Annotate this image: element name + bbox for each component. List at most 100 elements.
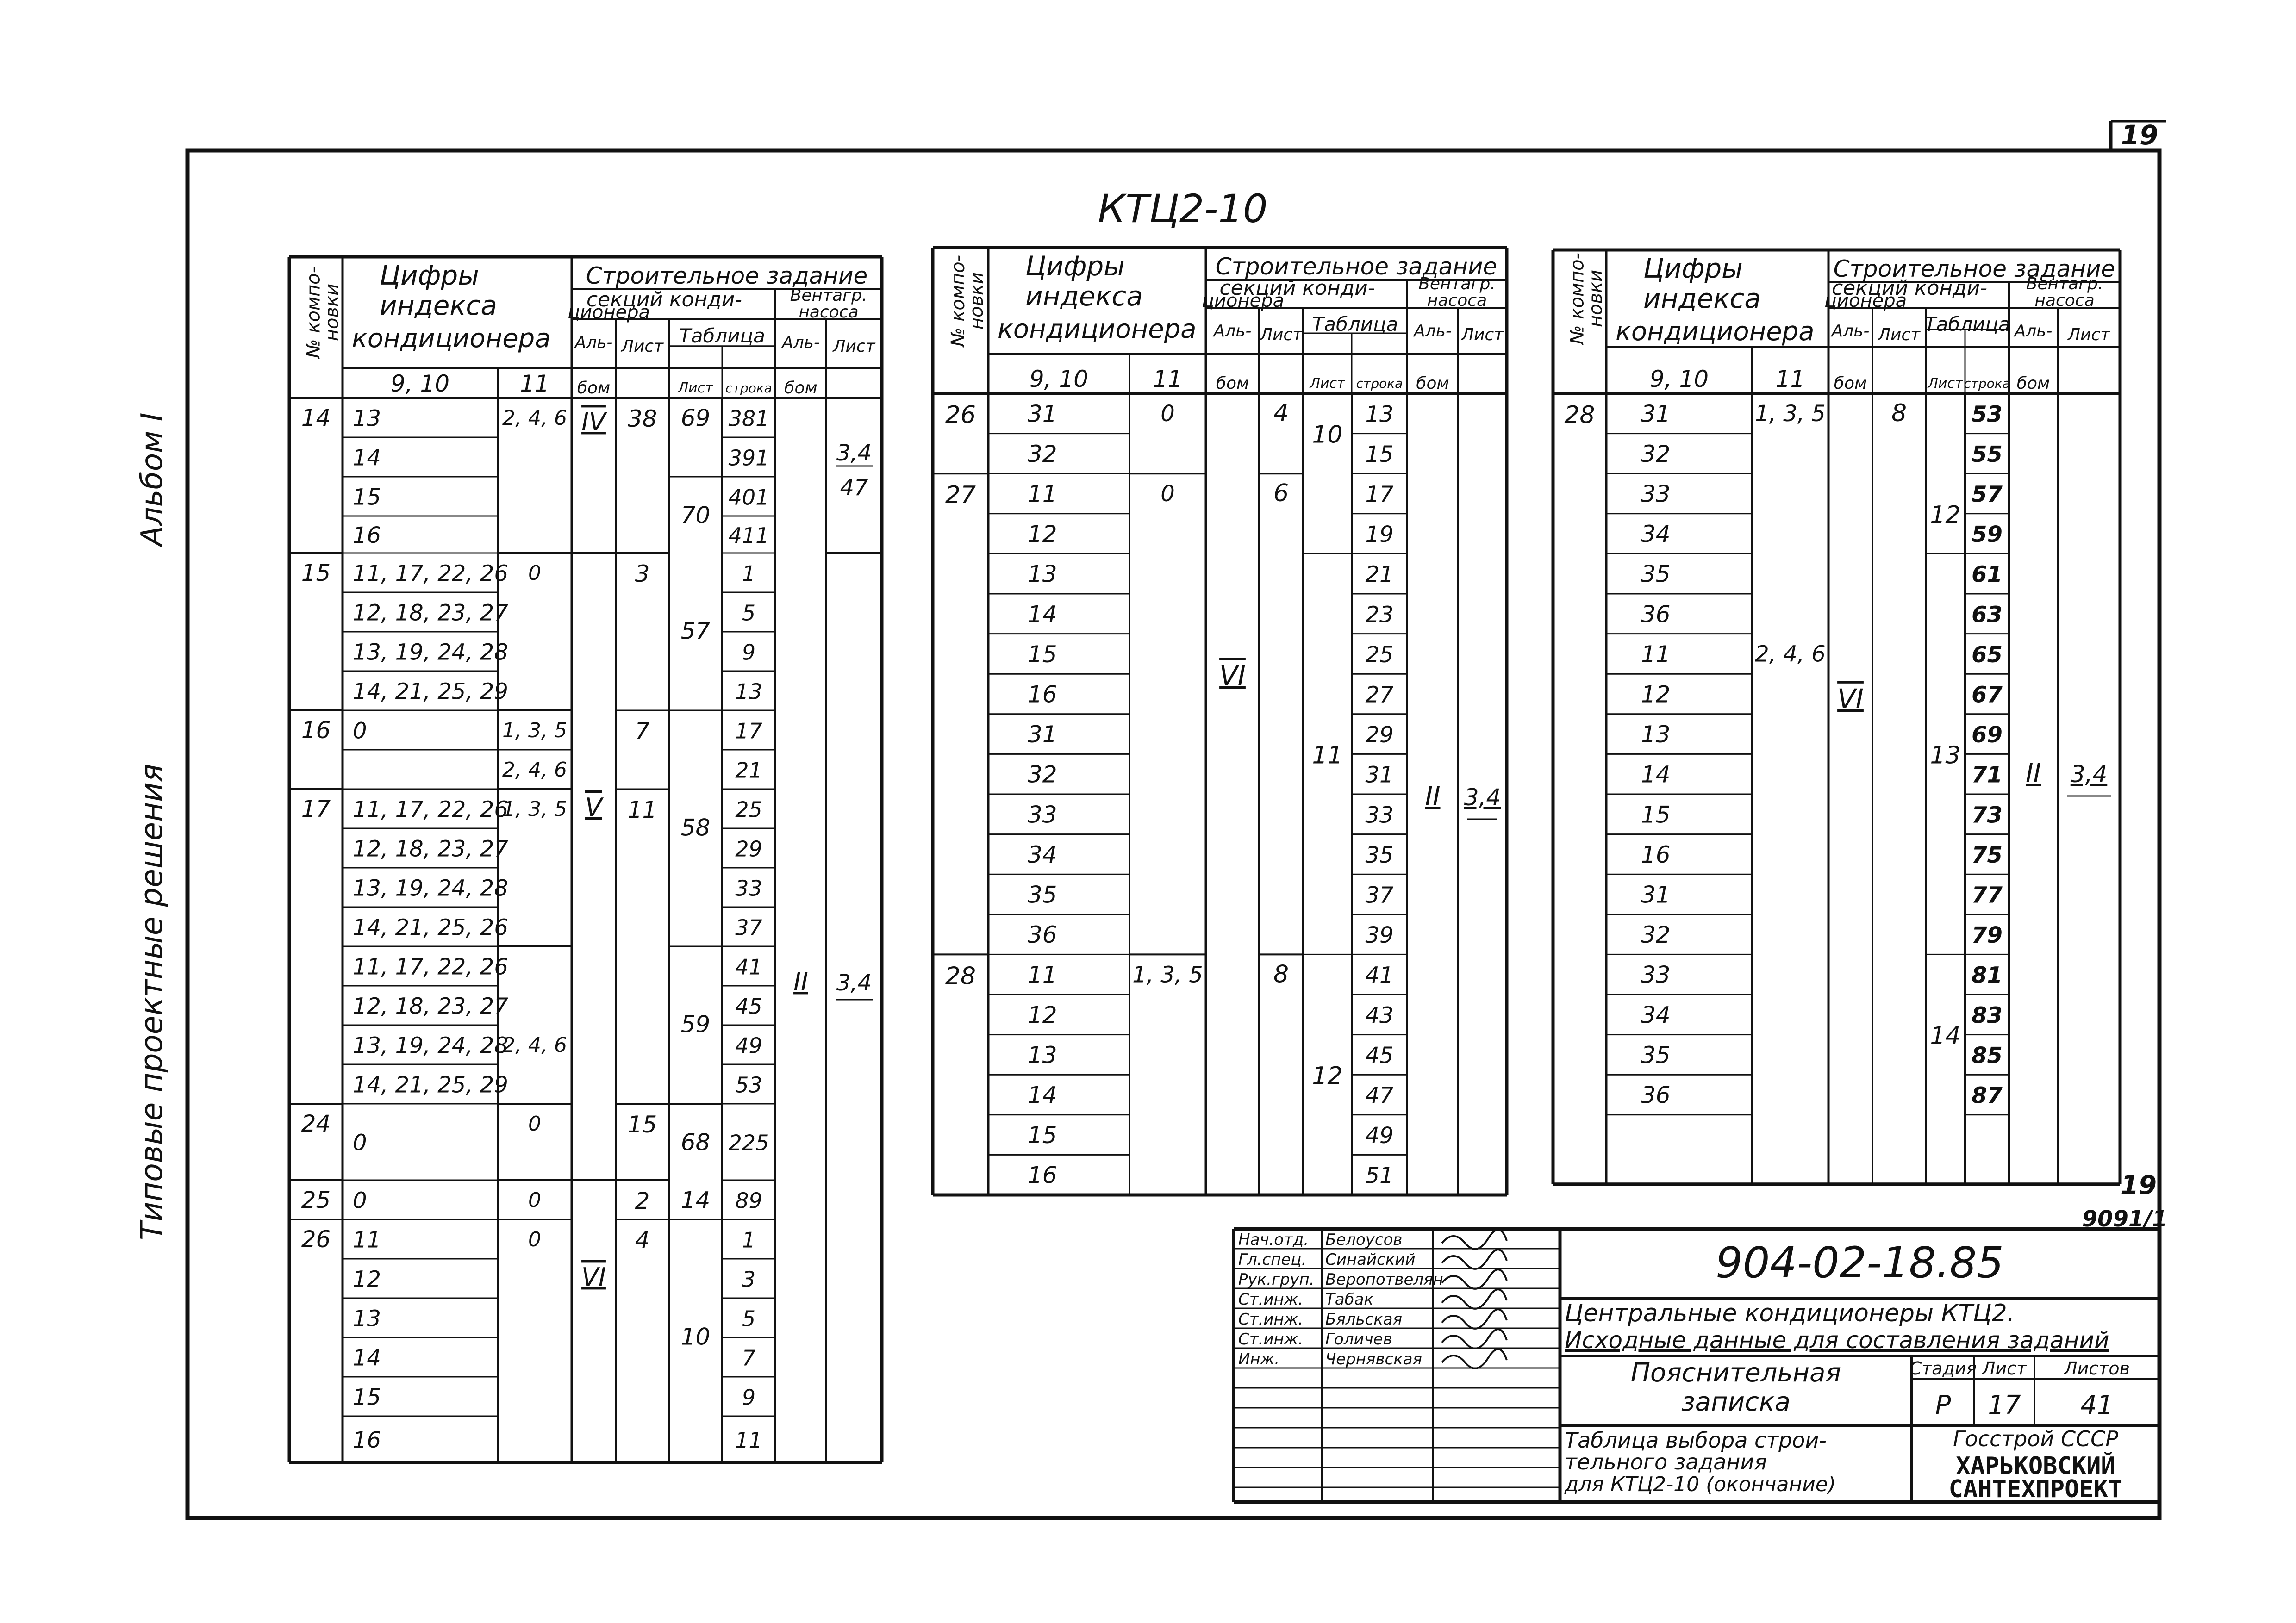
table-row-number: 15 [1365, 442, 1393, 467]
table-list-number: 69 [681, 405, 711, 432]
albom-numeral: VI [581, 1262, 606, 1292]
table-row-number: 71 [1972, 762, 2003, 788]
table-row-number: 81 [1972, 963, 2003, 989]
index-digits-910: 33 [1641, 962, 1671, 989]
index-digits-910: 36 [1028, 921, 1057, 948]
index-digits-910: 32 [1641, 441, 1671, 467]
header-tablica: Таблица [1924, 313, 2010, 336]
table-row-number: 9 [742, 1385, 755, 1410]
index-digits-910: 14 [1028, 1082, 1057, 1109]
staff-name: Синайский [1325, 1250, 1415, 1269]
table-row-number: 45 [735, 994, 762, 1019]
sheet-frame [185, 148, 2162, 1520]
index-digits-910: 36 [1641, 1082, 1671, 1109]
header-albom: бом [577, 379, 610, 398]
header-tab-stroka: строка [1356, 376, 1403, 391]
header-col-11: 11 [1776, 366, 1805, 392]
table-1: № компо-новкиЦифрыиндексакондиционера9, … [287, 255, 884, 1464]
index-digits-910: 15 [353, 1385, 381, 1411]
index-digits-910: 13 [353, 406, 381, 432]
table-row-number: 25 [735, 797, 762, 822]
table-row-number: 49 [735, 1033, 762, 1058]
index-digits-910: 13 [1641, 721, 1671, 748]
header-tab-list: Лист [1309, 375, 1346, 392]
header-sekcii: секций конди- [1832, 276, 1987, 300]
signature-mark [1441, 1249, 1508, 1270]
table-list-number: 58 [681, 815, 711, 841]
index-digits-910: 0 [353, 1188, 367, 1214]
list-number: 4 [1273, 399, 1289, 427]
vent-list: 3,4 [836, 440, 872, 466]
komponovka-number: 14 [301, 404, 331, 431]
staff-role: Рук.груп. [1238, 1270, 1315, 1289]
table-row-number: 391 [729, 446, 769, 471]
header-cifry: кондиционера [998, 314, 1197, 344]
header-stroit: Строительное задание [586, 262, 868, 289]
staff-role: Ст.инж. [1238, 1290, 1303, 1309]
index-digits-910: 16 [353, 522, 381, 548]
table-list-number: 10 [681, 1324, 711, 1350]
index-digits-910: 0 [353, 1130, 367, 1156]
table-row-number: 37 [1365, 883, 1394, 908]
header-tablica: Таблица [1312, 313, 1398, 336]
header-ventagr: насоса [2034, 291, 2094, 310]
index-digit-11: 2, 4, 6 [1755, 641, 1826, 667]
index-digits-910: 15 [1028, 641, 1057, 668]
albom-numeral: VI [1837, 683, 1864, 715]
index-digit-11: 2, 4, 6 [502, 758, 567, 782]
table-row-number: 57 [1972, 482, 2003, 508]
document-name: Пояснительная [1631, 1358, 1841, 1388]
index-digits-910: 11, 17, 22, 26 [353, 797, 508, 823]
header-cifry: индекса [1025, 280, 1143, 312]
table-row-number: 35 [1365, 842, 1393, 868]
header-stroit: Строительное задание [1834, 255, 2115, 282]
header-komponovka-line2: новки [966, 272, 987, 330]
table-row-number: 59 [1972, 522, 2003, 547]
table-list-number: 12 [1312, 1062, 1342, 1090]
sheet-label: Лист [1981, 1358, 2028, 1379]
header-vent-albom: Аль- [2014, 322, 2053, 341]
list-number: 6 [1273, 479, 1289, 507]
sheets-label: Листов [2063, 1358, 2130, 1379]
komponovka-number: 24 [301, 1110, 331, 1137]
corner-number: 19 [2121, 1170, 2157, 1200]
table-row-number: 17 [1365, 482, 1394, 508]
signature-mark [1441, 1328, 1508, 1349]
index-digits-910: 34 [1028, 841, 1057, 868]
index-digit-11: 1, 3, 5 [1132, 962, 1203, 988]
sheet-number: 19 [2121, 119, 2159, 151]
header-list: Лист [620, 337, 664, 356]
index-digits-910: 13, 19, 24, 28 [353, 1033, 508, 1059]
komponovka-number: 28 [1564, 401, 1595, 429]
index-digits-910: 14, 21, 25, 26 [353, 915, 508, 941]
header-col-910: 9, 10 [391, 370, 449, 397]
album-label: Альбом I [135, 412, 169, 548]
index-digits-910: 32 [1028, 441, 1057, 467]
index-digits-910: 14 [353, 445, 381, 471]
table-row-number: 5 [742, 601, 755, 626]
header-list: Лист [1877, 325, 1921, 344]
table-row-number: 89 [735, 1188, 762, 1213]
header-komponovka-line2: новки [1585, 270, 1607, 327]
header-col-910: 9, 10 [1650, 366, 1709, 392]
table-list-number: 14 [1930, 1022, 1960, 1050]
table-2: № компо-новкиЦифрыиндексакондиционера9, … [931, 246, 1509, 1197]
index-digits-910: 31 [1028, 400, 1057, 427]
document-number: 904-02-18.85 [1716, 1238, 2003, 1287]
index-digits-910: 13 [1028, 1042, 1057, 1069]
main-title: КТЦ2-10 [1098, 186, 1268, 231]
staff-role: Инж. [1238, 1350, 1279, 1368]
header-vent-albom: Аль- [781, 333, 820, 352]
header-vent-list: Лист [2067, 325, 2110, 344]
header-sekcii: секций конди- [1219, 276, 1375, 300]
index-digits-910: 15 [1028, 1122, 1057, 1149]
header-albom: Аль- [1213, 322, 1252, 341]
index-digit-11: 1, 3, 5 [502, 797, 567, 821]
index-digits-910: 11, 17, 22, 26 [353, 561, 508, 587]
table-row-number: 45 [1365, 1043, 1393, 1069]
table-row-number: 9 [742, 640, 755, 665]
table-row-number: 87 [1972, 1083, 2003, 1109]
albom-numeral: V [585, 793, 604, 822]
signature-mark [1441, 1288, 1508, 1310]
header-list: Лист [1259, 325, 1303, 344]
